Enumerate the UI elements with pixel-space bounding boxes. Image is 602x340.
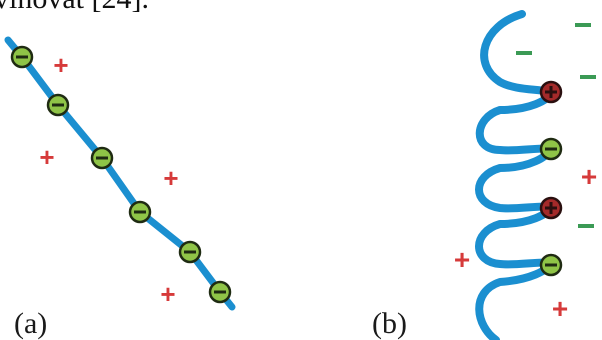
polymer-helix-b	[475, 10, 554, 340]
counterion-positive: +	[552, 293, 568, 324]
counterion-positive: +	[163, 163, 178, 193]
counterion-positive: +	[581, 161, 597, 192]
negative-charge-site	[539, 253, 563, 277]
panel-b: + + + (b)	[372, 10, 597, 340]
counterion-positive: +	[53, 50, 68, 80]
svg-text:+: +	[552, 293, 568, 324]
svg-text:+: +	[454, 244, 470, 275]
positive-charge-site	[539, 196, 563, 220]
svg-text:+: +	[53, 50, 68, 80]
negative-charge-site	[208, 280, 232, 304]
svg-text:+: +	[581, 161, 597, 192]
counterion-positive: +	[160, 279, 175, 309]
negative-charge-site	[178, 240, 202, 264]
positive-charge-site	[539, 80, 563, 104]
panel-b-label: (b)	[372, 307, 407, 340]
negative-charge-site	[539, 137, 563, 161]
negative-charge-site	[46, 93, 70, 117]
negative-charge-site	[90, 146, 114, 170]
svg-text:+: +	[160, 279, 175, 309]
counterion-positive: +	[454, 244, 470, 275]
negative-charge-site	[128, 200, 152, 224]
svg-text:+: +	[163, 163, 178, 193]
panel-a-label: (a)	[14, 307, 47, 340]
polymer-chain-a	[4, 36, 236, 311]
negative-charge-site	[10, 45, 34, 69]
header-text: vinovat [24].	[0, 0, 149, 15]
counterion-positive: +	[39, 142, 54, 172]
panel-a: + + + + (a)	[4, 36, 236, 340]
svg-text:+: +	[39, 142, 54, 172]
